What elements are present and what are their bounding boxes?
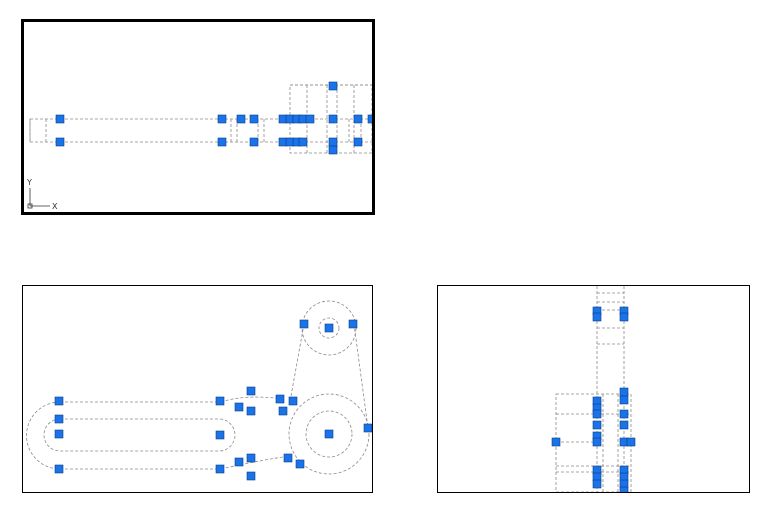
grip[interactable] [275, 394, 285, 404]
grip[interactable] [246, 406, 256, 416]
grip-set-front[interactable] [54, 319, 372, 481]
grip-set-top[interactable] [55, 81, 372, 155]
grip[interactable] [626, 437, 636, 447]
grip[interactable] [619, 395, 629, 405]
top-hub-inner-circle [318, 317, 340, 339]
neck-upper [220, 396, 284, 403]
grip[interactable] [305, 114, 315, 124]
grip[interactable] [249, 137, 259, 147]
grip[interactable] [367, 114, 372, 124]
grip[interactable] [592, 409, 602, 419]
grip[interactable] [246, 471, 256, 481]
grip[interactable] [236, 114, 246, 124]
side-view-drawing[interactable] [438, 286, 749, 492]
viewport-bottom-right[interactable] [437, 285, 750, 493]
grip[interactable] [328, 81, 338, 91]
viewport-bottom-left[interactable] [22, 285, 373, 493]
grip[interactable] [324, 323, 334, 333]
grip[interactable] [215, 396, 225, 406]
grip[interactable] [353, 137, 363, 147]
grip[interactable] [55, 114, 65, 124]
viewport-top[interactable]: Y X [21, 19, 375, 215]
grip[interactable] [551, 437, 561, 447]
grip[interactable] [619, 409, 629, 419]
grip[interactable] [288, 396, 298, 406]
ucs-x-label: X [52, 202, 58, 211]
hub-outer-circle [288, 393, 370, 475]
grip[interactable] [619, 387, 629, 397]
grip[interactable] [215, 430, 225, 440]
grip[interactable] [278, 406, 288, 416]
top-view-drawing[interactable]: Y X [24, 22, 372, 212]
grip[interactable] [295, 459, 305, 469]
arm-line [290, 323, 305, 397]
grip[interactable] [348, 319, 358, 329]
slot-inner [43, 418, 236, 452]
front-view-drawing[interactable] [23, 286, 372, 492]
grip[interactable] [246, 386, 256, 396]
grip[interactable] [363, 423, 372, 433]
grip[interactable] [217, 114, 227, 124]
ucs-axis-icon: Y X [26, 178, 58, 211]
grip[interactable] [619, 312, 629, 322]
grip[interactable] [619, 420, 629, 430]
grip[interactable] [592, 437, 602, 447]
ucs-y-label: Y [26, 178, 32, 187]
grip[interactable] [246, 453, 256, 463]
arm-line [353, 323, 369, 429]
grip[interactable] [215, 464, 225, 474]
grip-set-side[interactable] [551, 306, 636, 492]
grip[interactable] [54, 396, 64, 406]
grip[interactable] [234, 402, 244, 412]
grip[interactable] [353, 114, 363, 124]
grip[interactable] [592, 479, 602, 489]
grip[interactable] [283, 453, 293, 463]
grip[interactable] [619, 486, 629, 492]
grip[interactable] [324, 429, 334, 439]
grip[interactable] [592, 312, 602, 322]
grip[interactable] [54, 429, 64, 439]
grip[interactable] [328, 114, 338, 124]
slot-outer [26, 401, 221, 470]
grip[interactable] [54, 464, 64, 474]
grip[interactable] [55, 137, 65, 147]
grip[interactable] [328, 137, 338, 147]
bar-outline [29, 118, 372, 143]
grip[interactable] [54, 414, 64, 424]
grip[interactable] [217, 137, 227, 147]
grip[interactable] [328, 145, 338, 155]
grip[interactable] [234, 457, 244, 467]
grip[interactable] [298, 137, 308, 147]
hub-inner-circle [305, 410, 353, 458]
grip[interactable] [592, 420, 602, 430]
grip[interactable] [299, 319, 309, 329]
grip[interactable] [249, 114, 259, 124]
